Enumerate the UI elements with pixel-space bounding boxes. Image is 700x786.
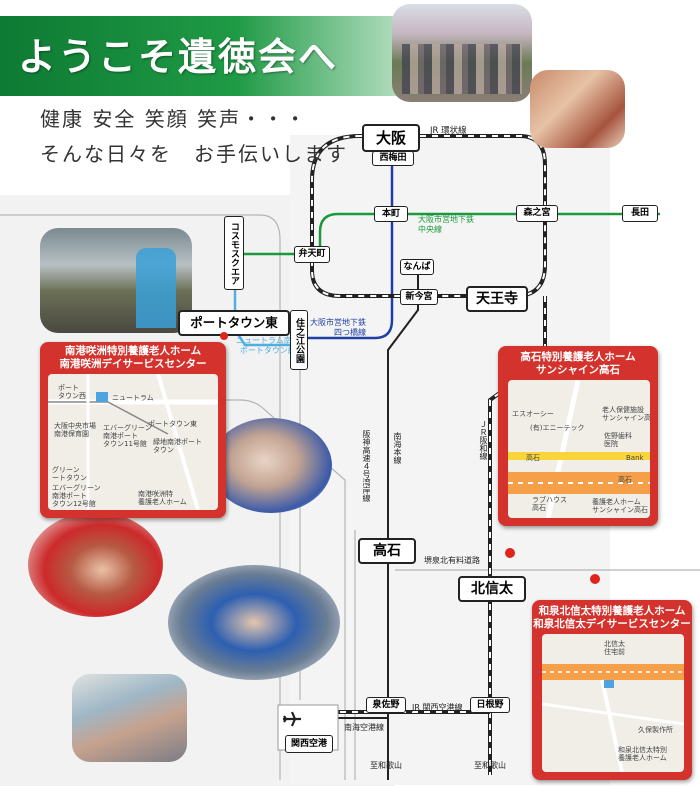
station-hineno[interactable]: 日根野: [470, 697, 510, 713]
to-wakayama-label-2: 至和歌山: [474, 761, 506, 770]
senboku-road-label: 堺泉北有料道路: [424, 556, 480, 565]
nankai-kuko-line-label: 南海空港線: [344, 723, 384, 732]
caregiver-meal-photo: [72, 674, 187, 762]
takaishi-map-label-8: Bank: [626, 454, 644, 462]
station-nagata-label: 長田: [630, 208, 649, 218]
station-osaka-label: 大阪: [375, 129, 406, 147]
outdoor-group-photo: [40, 228, 192, 333]
cherry-blossom-outing-photo: [392, 4, 532, 102]
station-porttown-higashi-label: ポートタウン東: [190, 315, 278, 330]
kitashinoda-callout-title-2: 和泉北信太デイサービスセンター: [533, 618, 691, 630]
nanko-facility-callout[interactable]: 南港咲洲特別養護老人ホーム 南港咲洲デイサービスセンター ポート タウン西 ニュ…: [40, 342, 226, 518]
station-izumisano-label: 泉佐野: [372, 700, 400, 710]
kitashinoda-callout-title-1: 和泉北信太特別養護老人ホーム: [538, 605, 686, 617]
station-porttown-higashi[interactable]: ポートタウン東: [178, 310, 290, 336]
station-namba[interactable]: なんば: [400, 259, 434, 275]
station-hineno-label: 日根野: [476, 700, 504, 710]
newtram-line-label: ニュートラム南港 ポートタウン線: [236, 336, 300, 355]
station-bentencho-label: 弁天町: [298, 249, 326, 259]
station-honmachi-label: 本町: [381, 209, 400, 219]
chuo-line-label: 大阪市営地下鉄 中央線: [418, 215, 474, 234]
kitashinoda-location-pin[interactable]: [590, 574, 600, 584]
jr-hanwa-line-label: ＪＲ阪和線: [479, 420, 488, 460]
station-nagata[interactable]: 長田: [622, 205, 658, 222]
nanko-map-label-8: 南港咲洲特 養護老人ホーム: [138, 490, 187, 506]
takaishi-map-label-5: ラブハウス 高石: [532, 496, 567, 512]
kitashinoda-map-label-0: 北信太 住宅前: [604, 640, 625, 656]
tagline-line-1: 健康 安全 笑顔 笑声・・・: [40, 107, 308, 131]
station-suminoe-koen[interactable]: 住之江公園: [290, 310, 308, 370]
takaishi-map-label-3: 佐野歯科 医院: [604, 432, 632, 448]
nanko-map-label-7: エバーグリーン 南港ポート タウン12号館: [52, 484, 101, 508]
takaishi-map-label-2: 老人保健施設 サンシャイン高石: [602, 406, 650, 422]
nanko-map-label-0: ポート タウン西: [58, 384, 86, 400]
takaishi-location-pin[interactable]: [505, 548, 515, 558]
kitashinoda-area-map: 北信太 住宅前 久保製作所 和泉北信太特別 養護老人ホーム: [542, 634, 684, 772]
station-kansai-airport-label: 関西空港: [290, 739, 327, 749]
yotsubashi-line-label: 大阪市営地下鉄 四つ橋線: [310, 318, 366, 337]
page-title: ようこそ遺徳会へ: [18, 35, 339, 79]
hanshin-expressway-label: 阪神高速４号湾岸線: [362, 430, 371, 502]
title-banner: ようこそ遺徳会へ: [0, 16, 430, 96]
takaishi-map-label-6: 養護老人ホーム サンシャイン高石: [592, 498, 648, 514]
nanko-area-map: ポート タウン西 ニュートラム ポートタウン東 大阪中央市場 南港保育園 エバー…: [48, 374, 218, 510]
takaishi-callout-title-2: サンシャイン高石: [536, 364, 620, 376]
nanko-map-label-1: ニュートラム: [112, 394, 154, 402]
takaishi-area-map: エスオーシー (有)エニーテック 老人保健施設 サンシャイン高石 佐野歯科 医院…: [508, 380, 650, 518]
station-bentencho[interactable]: 弁天町: [294, 246, 330, 263]
nanko-map-label-3: 大阪中央市場 南港保育園: [54, 422, 96, 438]
airplane-icon: [282, 710, 302, 728]
station-suminoe-koen-label: 住之江公園: [294, 317, 304, 363]
nanko-map-label-2: ポートタウン東: [148, 420, 197, 428]
station-morinomiya-label: 森之宮: [523, 208, 551, 218]
tagline-line-2: そんな日々を お手伝いします: [40, 142, 348, 166]
station-izumisano[interactable]: 泉佐野: [366, 697, 406, 713]
station-shinimamiya[interactable]: 新今宮: [400, 289, 438, 305]
takaishi-map-label-0: エスオーシー: [512, 410, 554, 418]
station-cosmosquare[interactable]: コスモスクエア: [224, 216, 244, 290]
jr-kanjo-line-label: JR 環状線: [430, 126, 467, 136]
takaishi-facility-callout[interactable]: 高石特別養護老人ホーム サンシャイン高石 エスオーシー (有)エニーテック 老人…: [498, 346, 658, 526]
station-takaishi-label: 高石: [373, 543, 401, 559]
nanko-location-pin[interactable]: [220, 332, 228, 340]
nanko-callout-title-1: 南港咲洲特別養護老人ホーム: [64, 345, 202, 357]
jr-kanku-line-label: JR 関西空港線: [412, 703, 463, 712]
station-tennoji-label: 天王寺: [476, 291, 518, 307]
takaishi-callout-title-1: 高石特別養護老人ホーム: [520, 351, 636, 363]
station-shinimamiya-label: 新今宮: [405, 292, 433, 302]
kitashinoda-map-label-1: 久保製作所: [638, 726, 673, 734]
elderly-woman-smiling-photo: [210, 418, 332, 513]
station-osaka[interactable]: 大阪: [362, 124, 420, 152]
kitashinoda-facility-callout[interactable]: 和泉北信太特別養護老人ホーム 和泉北信太デイサービスセンター 北信太 住宅前 久…: [532, 600, 692, 780]
resident-clapping-photo: [530, 70, 625, 148]
santa-hat-resident-photo: [28, 512, 163, 617]
nanko-map-label-5: 緑地南港ポート タウン: [153, 438, 202, 454]
takaishi-map-label-1: (有)エニーテック: [530, 424, 585, 432]
nankai-honsen-label: 南海本線: [393, 432, 402, 464]
station-kitashinoda[interactable]: 北信太: [458, 576, 526, 602]
station-nishiumeda-label: 西梅田: [379, 153, 407, 163]
station-kansai-airport[interactable]: 関西空港: [285, 735, 333, 753]
nanko-map-label-4: エバーグリーン 南港ポート タウン11号館: [103, 424, 152, 448]
station-cosmosquare-label: コスモスクエア: [229, 221, 239, 285]
to-wakayama-label-1: 至和歌山: [370, 761, 402, 770]
station-takaishi[interactable]: 高石: [358, 538, 416, 564]
station-namba-label: なんば: [403, 262, 431, 272]
station-kitashinoda-label: 北信太: [471, 581, 513, 597]
takaishi-map-label-4: 高石: [526, 454, 540, 462]
station-morinomiya[interactable]: 森之宮: [516, 205, 558, 222]
station-tennoji[interactable]: 天王寺: [466, 286, 528, 312]
children-visit-photo: [168, 565, 340, 680]
nanko-map-label-6: グリーン ートタウン: [52, 466, 87, 482]
kitashinoda-map-label-2: 和泉北信太特別 養護老人ホーム: [618, 746, 667, 762]
takaishi-map-label-7: 高石: [618, 476, 632, 484]
station-nishiumeda[interactable]: 西梅田: [372, 151, 414, 166]
nanko-callout-title-2: 南港咲洲デイサービスセンター: [59, 358, 207, 370]
station-honmachi[interactable]: 本町: [374, 206, 408, 222]
